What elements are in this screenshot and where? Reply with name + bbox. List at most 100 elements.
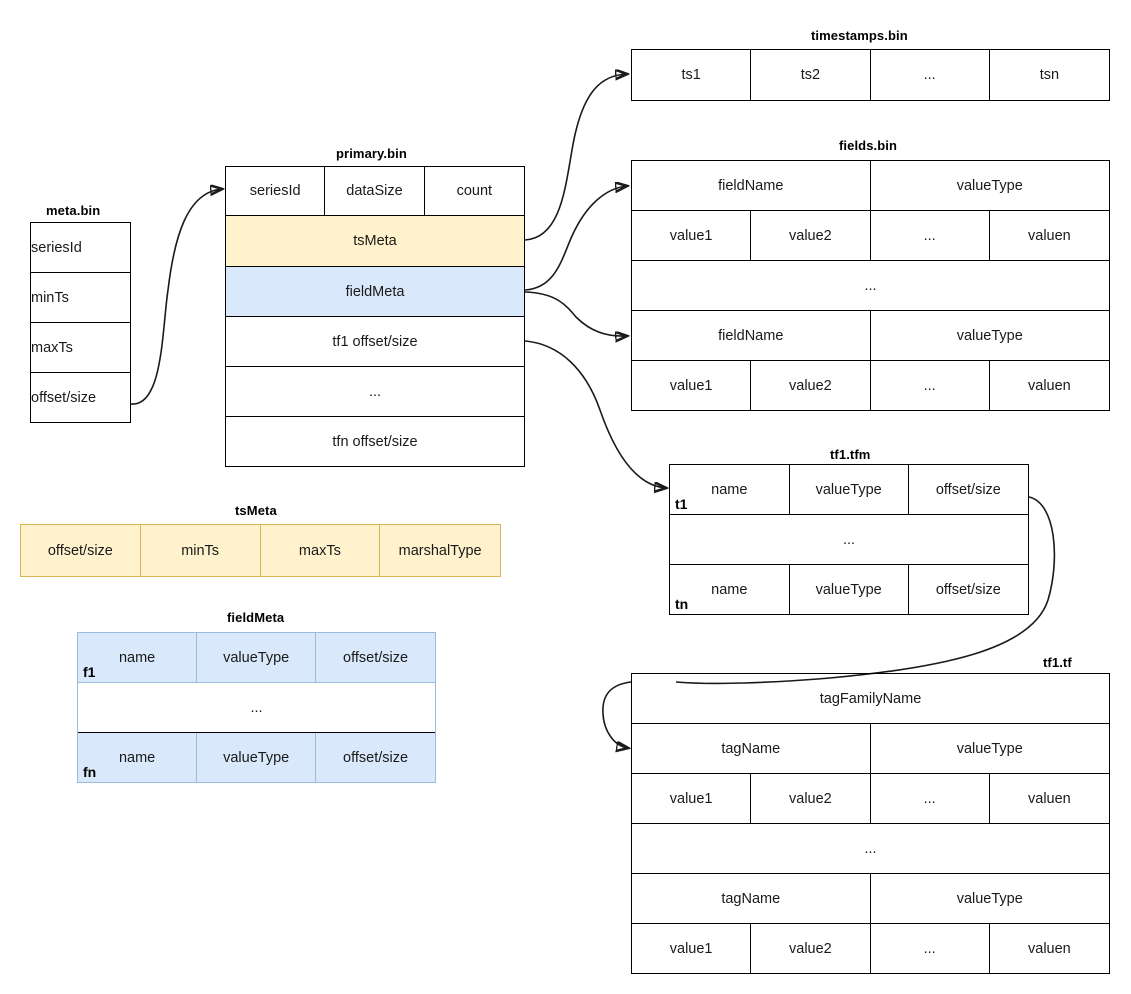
fieldmeta-title: fieldMeta — [227, 610, 285, 625]
tsmeta-cell-maxts: maxTs — [260, 525, 381, 576]
tfm-cell-name-2: tn name — [670, 565, 790, 614]
timestamps-cell-tsn: tsn — [1039, 67, 1060, 83]
tf-cell-valuen-2: valuen — [1028, 940, 1071, 957]
table-row: ... — [632, 824, 1109, 874]
tfm-cell-offsetsize-2: offset/size — [935, 581, 1001, 598]
fields-cell-value2-2: value2 — [751, 361, 871, 410]
tfm-cell-name-1: t1 name — [670, 465, 790, 514]
fieldmeta-cell-offsetsize-1: offset/size — [316, 633, 435, 682]
table-row: fieldName valueType — [632, 161, 1109, 211]
table-row: minTs — [31, 273, 130, 323]
fields-cell-value1-1: value1 — [632, 211, 752, 260]
fields-bin-table: fieldName valueType value1 value2 ... va… — [631, 160, 1110, 411]
primary-cell-tsmeta: tsMeta — [226, 216, 524, 266]
tf1-tf-table: tagFamilyName tagName valueType value1 v… — [631, 673, 1110, 974]
fieldmeta-index-f1: f1 — [83, 664, 96, 680]
meta-bin-table: seriesId minTs maxTs offset/size — [30, 222, 131, 423]
fields-cell-fieldname-2: fieldName — [632, 311, 871, 360]
tfm-index-t1: t1 — [675, 496, 688, 512]
timestamps-cell-ts2: ts2 — [751, 50, 871, 100]
tfm-cell-valuetype-2: valueType — [790, 565, 909, 614]
edge-fieldmeta-to-fields1 — [524, 186, 627, 291]
tf-cell-valuen-1: valuen — [1028, 790, 1071, 807]
fieldmeta-cell-valuetype-1: valueType — [197, 633, 317, 682]
table-row: fieldName valueType — [632, 311, 1109, 361]
primary-cell-ellipsis: ... — [368, 383, 382, 400]
edge-tsmeta-to-timestamps — [524, 74, 627, 241]
primary-cell-count: count — [456, 183, 493, 199]
tsmeta-table: offset/size minTs maxTs marshalType — [20, 524, 501, 577]
primary-cell-tfn-offsetsize: tfn offset/size — [332, 433, 418, 450]
meta-cell-mints: minTs — [31, 289, 69, 306]
table-row: t1 name valueType offset/size — [670, 465, 1028, 515]
tf-cell-ellipsis-1: ... — [871, 774, 990, 823]
table-row: offset/size minTs maxTs marshalType — [21, 525, 500, 577]
fields-bin-title: fields.bin — [839, 138, 898, 153]
tf1-tf-title: tf1.tf — [1043, 655, 1072, 670]
meta-cell-seriesid: seriesId — [31, 239, 82, 256]
table-row: seriesId — [31, 223, 130, 273]
table-row: ... — [670, 515, 1028, 565]
tsmeta-cell-marshaltype: marshalType — [380, 525, 500, 576]
fields-cell-fieldname-1: fieldName — [632, 161, 871, 210]
tfm-index-tn: tn — [675, 596, 689, 612]
table-row: tf1 offset/size — [226, 317, 524, 367]
tfm-cell-valuetype-1: valueType — [790, 465, 909, 514]
table-row: ... — [632, 261, 1109, 311]
fieldmeta-cell-name-1: f1 name — [78, 633, 198, 682]
timestamps-cell-ellipsis: ... — [871, 50, 990, 100]
primary-cell-fieldmeta: fieldMeta — [226, 267, 524, 316]
fieldmeta-cell-valuetype-2: valueType — [197, 733, 317, 782]
primary-bin-title: primary.bin — [336, 146, 407, 161]
tf-cell-value1-2: value1 — [632, 924, 752, 973]
tf-cell-ellipsis-2: ... — [871, 924, 990, 973]
table-row: f1 name valueType offset/size — [78, 633, 435, 683]
table-row-fieldmeta: fieldMeta — [226, 267, 524, 317]
tf-cell-value1-1: value1 — [632, 774, 752, 823]
fieldmeta-label-name-2: name — [118, 749, 156, 766]
primary-cell-tf1-offsetsize: tf1 offset/size — [332, 333, 418, 350]
tf1-tfm-table: t1 name valueType offset/size ... tn nam… — [669, 464, 1029, 615]
tf-cell-value2-1: value2 — [751, 774, 871, 823]
fieldmeta-cell-ellipsis: ... — [250, 699, 263, 716]
table-row: maxTs — [31, 323, 130, 373]
table-row: value1 value2 ... valuen — [632, 924, 1109, 974]
edge-fieldmeta-to-fields2 — [524, 291, 627, 336]
meta-bin-title: meta.bin — [46, 203, 101, 218]
fieldmeta-index-fn: fn — [83, 764, 97, 780]
fieldmeta-label-name-1: name — [118, 649, 156, 666]
tf-cell-valuetype-2: valueType — [956, 890, 1023, 907]
table-row: fn name valueType offset/size — [78, 733, 435, 783]
tf-cell-valuetype-1: valueType — [956, 740, 1023, 757]
meta-cell-offsetsize: offset/size — [31, 389, 97, 406]
fields-cell-ellipsis-2: ... — [871, 361, 990, 410]
tf-cell-value2-2: value2 — [751, 924, 871, 973]
table-row: tagName valueType — [632, 724, 1109, 774]
fields-cell-valuetype-2: valueType — [956, 327, 1023, 344]
tf-cell-ellipsis-row: ... — [864, 840, 877, 857]
fields-cell-valuen-2: valuen — [1028, 377, 1071, 394]
meta-cell-maxts: maxTs — [31, 339, 73, 356]
table-row: tn name valueType offset/size — [670, 565, 1028, 615]
fields-cell-ellipsis-row: ... — [864, 277, 877, 294]
tsmeta-cell-offsetsize: offset/size — [21, 525, 141, 576]
fields-cell-value2-1: value2 — [751, 211, 871, 260]
fieldmeta-table: f1 name valueType offset/size ... fn nam… — [77, 632, 436, 783]
primary-cell-seriesid: seriesId — [226, 167, 326, 215]
tfm-label-name-1: name — [711, 481, 748, 498]
tfm-label-name-2: name — [711, 581, 748, 598]
tfm-cell-offsetsize-1: offset/size — [935, 481, 1001, 498]
fields-cell-value1-2: value1 — [632, 361, 752, 410]
fields-cell-ellipsis-1: ... — [871, 211, 990, 260]
table-row: ts1 ts2 ... tsn — [632, 50, 1109, 101]
table-row-tsmeta: tsMeta — [226, 216, 524, 267]
tf-cell-tagname-1: tagName — [632, 724, 871, 773]
table-row: offset/size — [31, 373, 130, 423]
fieldmeta-cell-offsetsize-2: offset/size — [316, 733, 435, 782]
table-row: tagName valueType — [632, 874, 1109, 924]
fields-cell-valuetype-1: valueType — [956, 177, 1023, 194]
edge-meta-to-primary — [130, 189, 222, 405]
table-row: value1 value2 ... valuen — [632, 774, 1109, 824]
edge-tf-family-to-tagname — [602, 681, 631, 748]
